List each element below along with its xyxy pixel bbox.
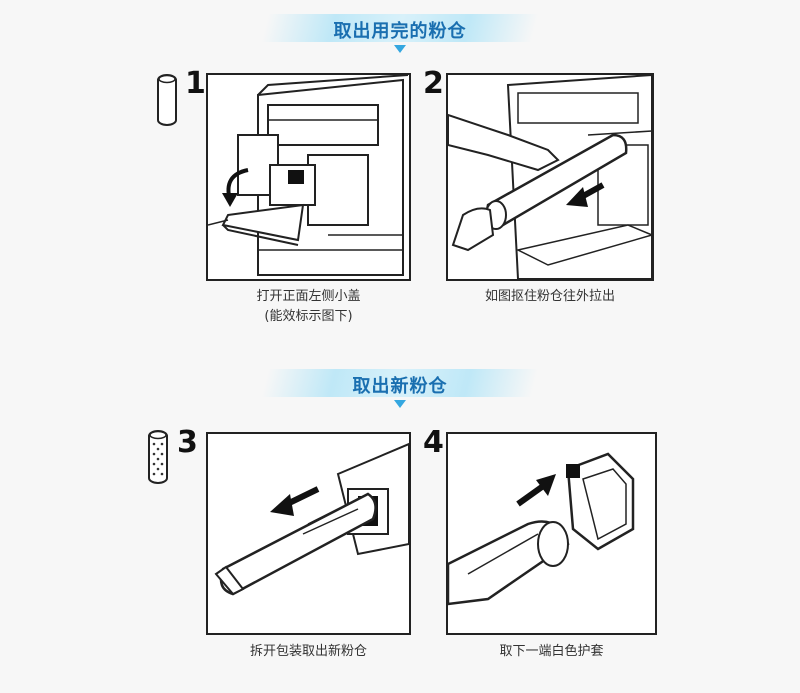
caption-line: 取下一端白色护套 [499,644,604,659]
step-caption: 拆开包装取出新粉仓 [206,642,411,662]
empty-toner-cartridge-icon [156,72,178,132]
section-title-take-new: 取出新粉仓 [0,369,800,409]
caption-line: 打开正面左侧小盖 [256,289,361,304]
step-caption: 打开正面左侧小盖 (能效标示图下) [206,287,411,327]
chevron-down-icon [394,45,406,53]
full-toner-cartridge-icon [147,428,169,490]
step-illustration-pull-cartridge [446,73,654,281]
step-number: 2 [423,66,444,101]
step-illustration-remove-cap [446,432,657,635]
section-title-text: 取出新粉仓 [352,376,448,397]
step-number: 4 [423,425,444,460]
step-illustration-open-cover [206,73,411,281]
chevron-down-icon [394,400,406,408]
step-illustration-unpack [206,432,411,635]
step-caption: 如图抠住粉仓往外拉出 [446,287,654,307]
caption-line: 如图抠住粉仓往外拉出 [484,289,615,304]
caption-line: 拆开包装取出新粉仓 [249,644,367,659]
caption-line: (能效标示图下) [264,309,353,324]
section-title-text: 取出用完的粉仓 [333,21,467,42]
step-number: 1 [185,66,206,101]
section-title-remove-used: 取出用完的粉仓 [0,14,800,54]
step-caption: 取下一端白色护套 [446,642,657,662]
step-number: 3 [177,425,198,460]
